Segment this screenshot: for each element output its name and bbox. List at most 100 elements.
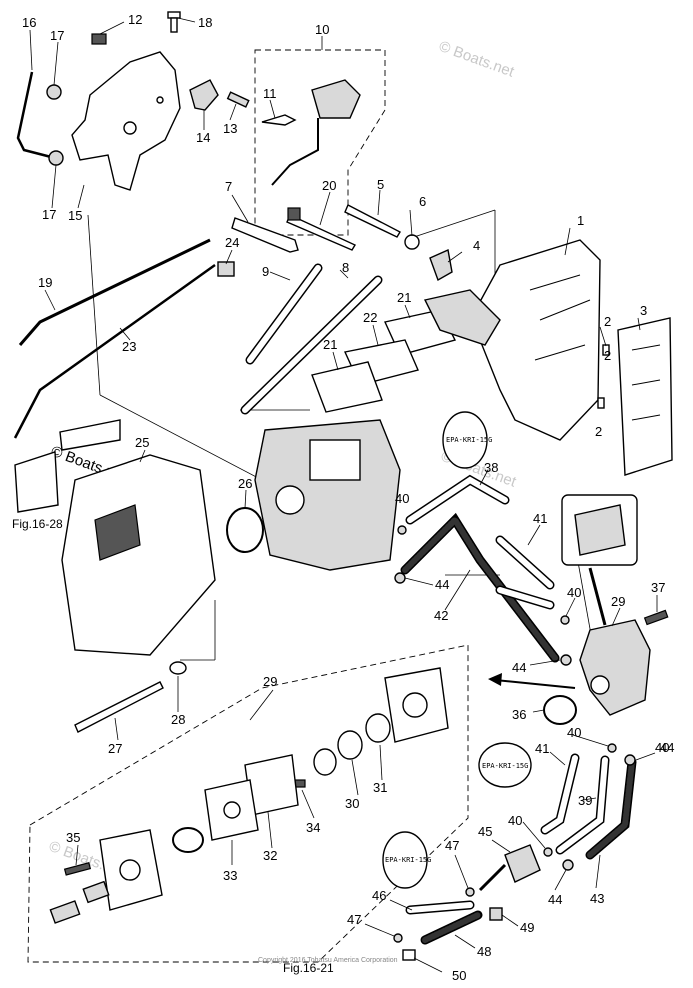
- pump-body-port: [402, 692, 428, 718]
- part-label: 44: [548, 892, 562, 907]
- part-label: 37: [651, 580, 665, 595]
- part-label: 36: [512, 707, 526, 722]
- hose-tag: [382, 831, 428, 889]
- bracket-fig16-28: [14, 451, 59, 513]
- part-label: 49: [520, 920, 534, 935]
- part-label: 25: [135, 435, 149, 450]
- reference-lines: [87, 209, 593, 661]
- pump-cover-bore: [119, 859, 141, 881]
- hose-tag: [478, 742, 532, 788]
- part-label: 40: [567, 585, 581, 600]
- part-label: 21: [323, 337, 337, 352]
- clamp-4: [429, 248, 453, 282]
- bracket-hole: [123, 121, 137, 135]
- part-label: 48: [477, 944, 491, 959]
- clip-44: [624, 754, 636, 766]
- clip-14: [189, 79, 219, 111]
- part-label: 16: [22, 15, 36, 30]
- clip-47: [465, 887, 475, 897]
- rod-23: [13, 263, 216, 439]
- part-label: 2: [604, 348, 611, 363]
- part-label: 47: [445, 838, 459, 853]
- part-label: 4: [473, 238, 480, 253]
- part-label: 13: [223, 121, 237, 136]
- inset-fuel-pump: [574, 504, 626, 556]
- hose-tag-text: EPA-KRI-15G: [385, 856, 431, 864]
- link-rod-16: [16, 71, 56, 160]
- fuel-hose-42: [400, 512, 560, 663]
- clip-49: [489, 907, 503, 921]
- clip-47: [393, 933, 403, 943]
- part-label: 2: [604, 314, 611, 329]
- figure-ref-top: Fig.16-28: [12, 517, 63, 531]
- clip-17: [46, 84, 62, 100]
- carburetor-top: [309, 439, 361, 481]
- valve-31: [365, 713, 391, 743]
- direction-arrow: [494, 679, 576, 689]
- spring-13: [226, 91, 250, 108]
- part-label: 11: [263, 86, 277, 101]
- part-label: 33: [223, 868, 237, 883]
- assembly-box-29: [27, 644, 469, 963]
- part-label: 18: [198, 15, 212, 30]
- part-label: 31: [373, 780, 387, 795]
- part-label: 28: [171, 712, 185, 727]
- part-label: 6: [419, 194, 426, 209]
- hose-tag-text: EPA-KRI-15G: [446, 436, 492, 444]
- part-label: 19: [38, 275, 52, 290]
- watermark: © Boats.net: [437, 38, 517, 81]
- part-label: 7: [225, 179, 232, 194]
- bolt-27: [74, 681, 164, 733]
- part-label: 40: [508, 813, 522, 828]
- part-label: 17: [42, 207, 56, 222]
- hose-tag: [442, 411, 488, 469]
- clip-40: [397, 525, 407, 535]
- gasket-21: [311, 361, 383, 413]
- clip-40: [560, 615, 570, 625]
- plunger: [49, 900, 81, 924]
- washer-28: [169, 661, 187, 675]
- part-label: 50: [452, 968, 466, 983]
- part-label: 3: [640, 303, 647, 318]
- clip-44: [560, 654, 572, 666]
- inset-pointer: [588, 567, 607, 626]
- part-label: 29: [611, 594, 625, 609]
- part-label: 40: [655, 740, 669, 755]
- fuel-filter-45: [504, 844, 541, 883]
- throttle-grip-10: [311, 79, 361, 119]
- check-valve: [313, 748, 337, 776]
- part-label: 23: [122, 339, 136, 354]
- link-7: [231, 217, 299, 253]
- fuel-pump-29: [579, 619, 651, 716]
- silencer-grille: [94, 504, 141, 561]
- part-label: 44: [512, 660, 526, 675]
- bracket-hole: [156, 96, 164, 104]
- part-label: 44: [435, 577, 449, 592]
- intake-manifold-1: [469, 239, 601, 441]
- part-label: 40: [567, 725, 581, 740]
- part-label: 47: [347, 912, 361, 927]
- screw-34: [294, 779, 306, 788]
- arm-fig16-28: [59, 419, 121, 451]
- diaphragm-center: [223, 801, 241, 819]
- carburetor: [254, 419, 401, 571]
- part-label: 45: [478, 824, 492, 839]
- cable-tie-head: [287, 207, 301, 221]
- part-label: 42: [434, 608, 448, 623]
- part-label: 32: [263, 848, 277, 863]
- bracket-plate-15: [71, 51, 181, 191]
- part-label: 44: [660, 740, 674, 755]
- part-label: 29: [263, 674, 277, 689]
- clip-24: [217, 261, 235, 277]
- part-label: 39: [578, 793, 592, 808]
- part-label: 10: [315, 22, 329, 37]
- part-label: 12: [128, 12, 142, 27]
- part-label: 17: [50, 28, 64, 43]
- spring: [82, 880, 110, 904]
- screw-35: [63, 862, 92, 876]
- part-label: 5: [377, 177, 384, 192]
- part-label: 38: [484, 460, 498, 475]
- bolt-18-shank: [170, 17, 178, 33]
- screw-37: [643, 609, 669, 626]
- filter-nozzle: [478, 863, 507, 892]
